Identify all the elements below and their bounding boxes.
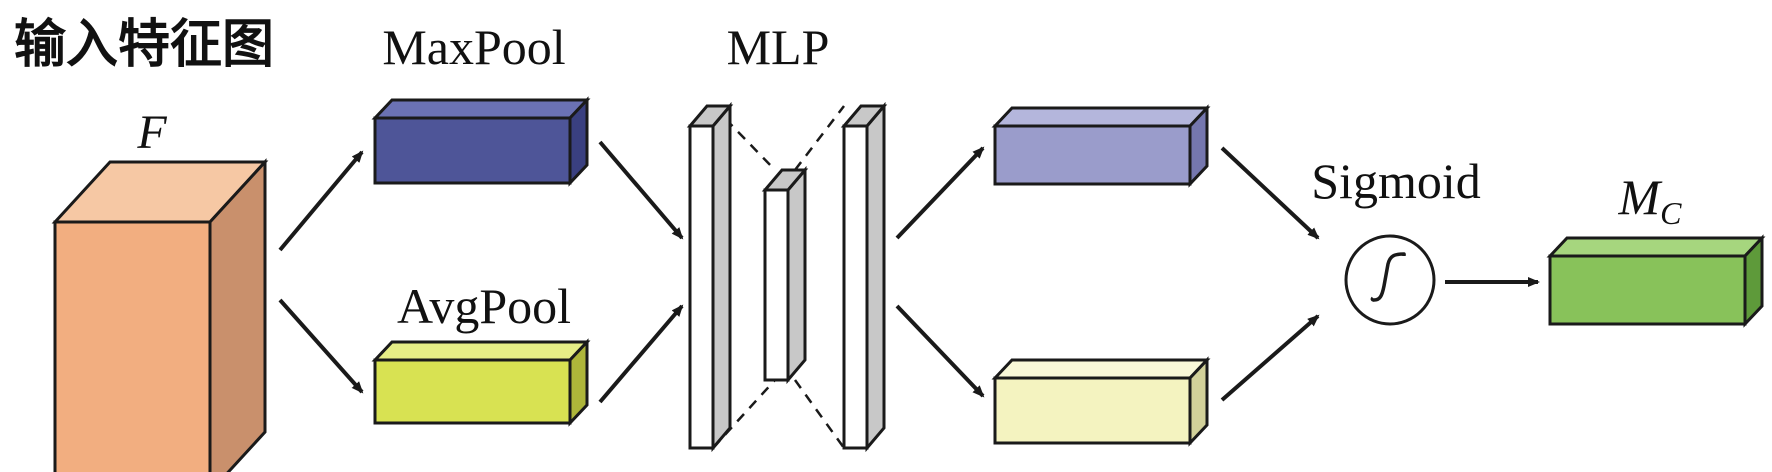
avgpool-block bbox=[371, 338, 591, 427]
mlp-label: MLP bbox=[727, 19, 830, 75]
sigmoid-icon bbox=[1344, 234, 1436, 326]
arrow-input-to-maxpool bbox=[278, 150, 364, 252]
avgpool-label: AvgPool bbox=[397, 278, 571, 334]
input-feature-map-title: 输入特征图 bbox=[14, 15, 274, 75]
input-label-f: F bbox=[136, 106, 167, 159]
arrow-avg-output-to-sigmoid bbox=[1220, 314, 1320, 402]
input-feature-cube bbox=[51, 158, 269, 472]
mlp-input-layer bbox=[686, 101, 734, 453]
arrow-avgpool-to-mlp bbox=[598, 304, 684, 404]
mlp-output-layer bbox=[840, 101, 888, 453]
sigmoid-label: Sigmoid bbox=[1311, 153, 1480, 209]
mlp-network bbox=[686, 101, 888, 453]
output-label: MC bbox=[1618, 169, 1683, 231]
arrow-mlp-to-max-output bbox=[895, 146, 985, 240]
maxpool-label: MaxPool bbox=[382, 19, 565, 75]
maxpool-block bbox=[371, 96, 591, 187]
flow-arrows bbox=[278, 140, 1540, 404]
maxpool-mlp-output-block bbox=[991, 104, 1211, 188]
arrow-max-output-to-sigmoid bbox=[1220, 146, 1320, 240]
arrow-mlp-to-avg-output bbox=[895, 304, 985, 398]
mlp-connections bbox=[712, 105, 846, 449]
arrow-input-to-avgpool bbox=[278, 298, 364, 394]
channel-attention-output-block bbox=[1546, 234, 1766, 328]
mlp-hidden-layer bbox=[761, 165, 809, 385]
arrow-maxpool-to-mlp bbox=[598, 140, 684, 240]
avgpool-mlp-output-block bbox=[991, 356, 1211, 447]
